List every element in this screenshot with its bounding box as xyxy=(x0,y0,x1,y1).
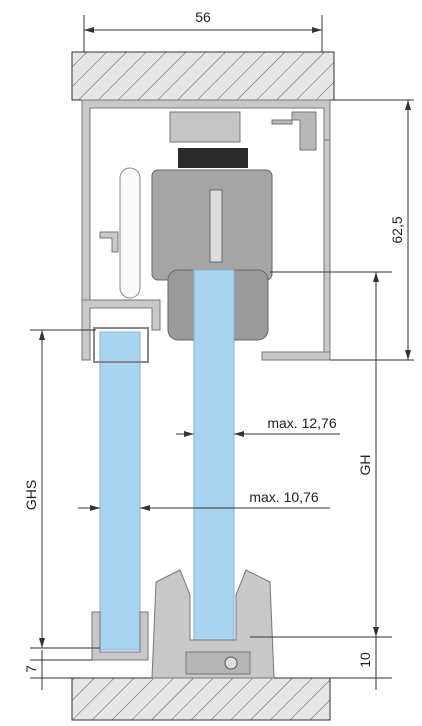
dimension-ghs: GHS xyxy=(23,329,100,649)
dimension-7: 7 xyxy=(23,650,92,690)
dimension-max-10-76: max. 10,76 xyxy=(78,489,330,511)
dimension-56: 56 xyxy=(83,9,323,52)
dimension-max-12-76-label: max. 12,76 xyxy=(267,415,336,431)
dimension-max-10-76-label: max. 10,76 xyxy=(249,489,318,505)
dimension-ghs-label: GHS xyxy=(23,480,39,510)
ceiling-hatched-block xyxy=(71,51,335,101)
outer-glass-top-rail xyxy=(93,327,149,363)
dimension-gh-label: GH xyxy=(357,455,373,476)
track-profile xyxy=(81,99,331,361)
dimension-56-label: 56 xyxy=(195,9,211,25)
dimension-62-5: 62,5 xyxy=(330,99,414,361)
floor-guide xyxy=(91,569,275,679)
dimension-62-5-label: 62,5 xyxy=(389,216,405,243)
dimension-10: 10 xyxy=(274,637,392,690)
inner-glass-panel xyxy=(193,269,235,641)
outer-glass-panel xyxy=(99,331,141,651)
dimension-max-12-76: max. 12,76 xyxy=(176,415,340,437)
dimension-10-label: 10 xyxy=(357,652,373,668)
dimension-7-label: 7 xyxy=(23,665,39,673)
floor-hatched-block xyxy=(71,677,331,721)
dimension-gh: GH xyxy=(250,271,392,638)
